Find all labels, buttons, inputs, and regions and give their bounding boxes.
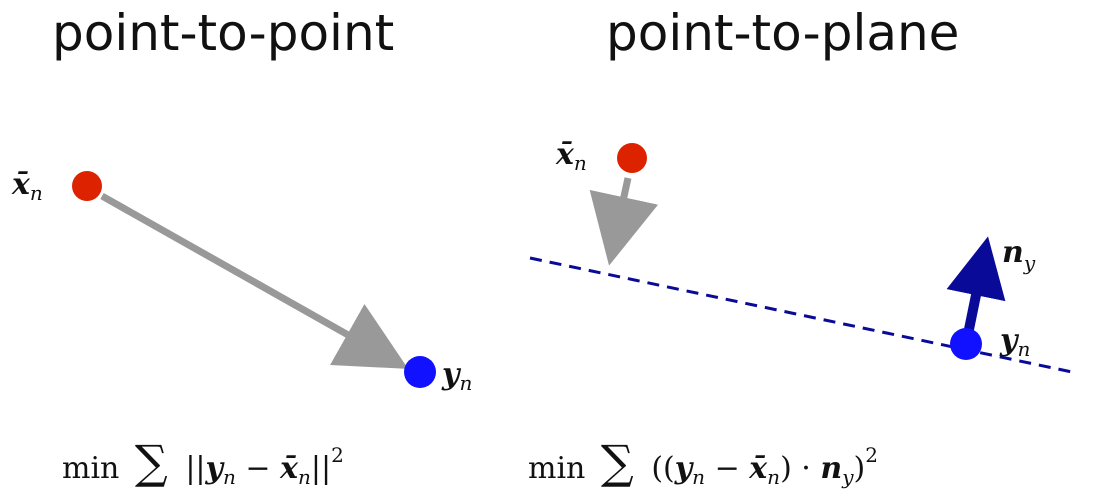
source-point-label: x̄n <box>11 167 43 205</box>
point-to-plane-formula: min ∑ ((yn − x̄n) · ny)2 <box>528 435 878 489</box>
point-to-point-formula: min ∑ ||yn − x̄n||2 <box>62 435 344 489</box>
target-point <box>950 328 982 360</box>
source-point-label: x̄n <box>555 137 587 175</box>
right-title: point-to-plane <box>606 4 960 62</box>
point-to-plane-panel: x̄n ny yn <box>529 137 1073 374</box>
normal-vector-label: ny <box>1002 235 1036 275</box>
target-point-label: yn <box>999 323 1030 361</box>
target-point-label: yn <box>441 357 472 395</box>
left-title: point-to-point <box>52 4 395 62</box>
projection-arrow <box>589 177 659 266</box>
target-point <box>404 356 436 388</box>
source-point <box>72 171 102 201</box>
tangent-plane-line <box>529 256 1073 374</box>
point-to-point-panel: x̄n yn <box>11 167 472 395</box>
source-point <box>617 143 647 173</box>
correspondence-arrow <box>100 192 409 369</box>
